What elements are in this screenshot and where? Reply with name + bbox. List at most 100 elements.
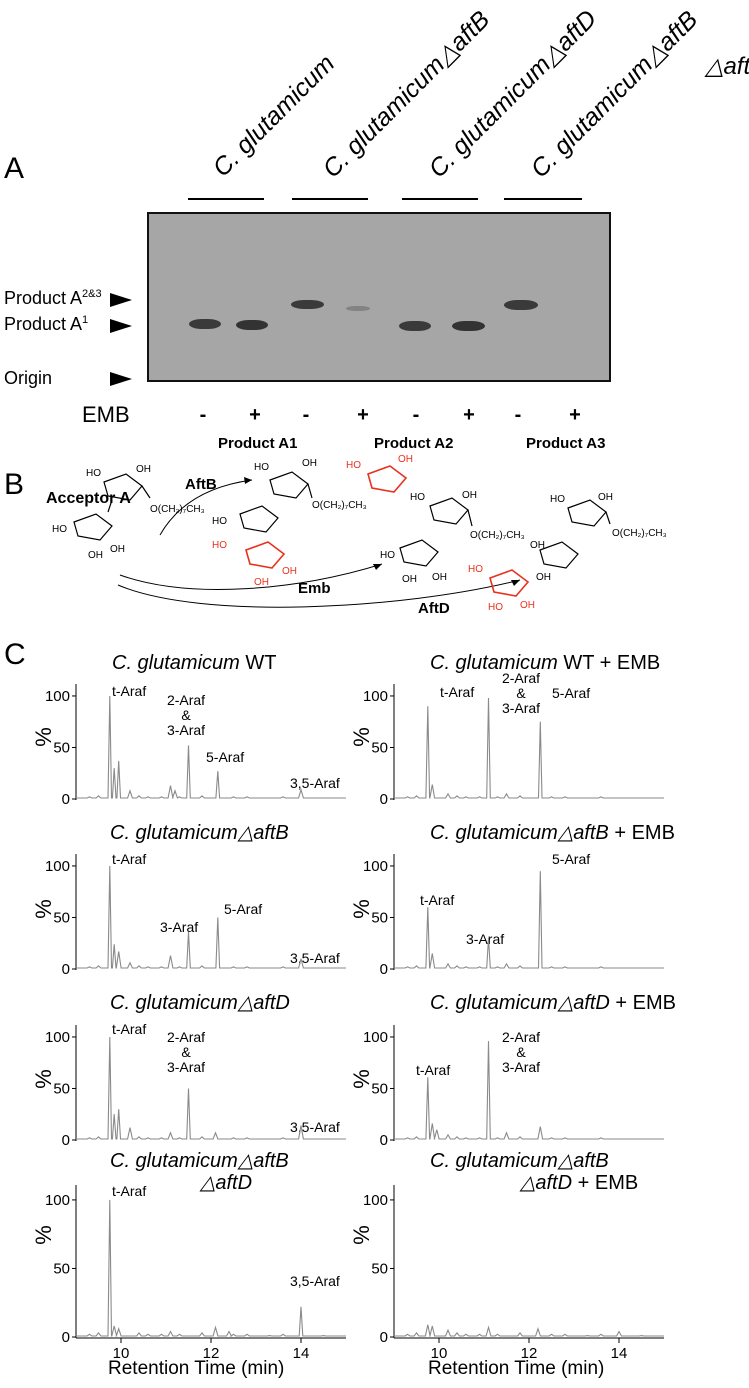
y-tick-label: 100 <box>363 1029 388 1046</box>
svg-text:OH: OH <box>520 600 535 611</box>
svg-text:OH: OH <box>88 550 103 561</box>
peak-label-2araf: 2-Araf <box>501 1029 541 1045</box>
chrom-title-7-line2: △aftD <box>200 1170 252 1195</box>
peak-label-35araf: 3,5-Araf <box>290 1273 340 1289</box>
chrom-title-4: C. glutamicum△aftB + EMB <box>430 820 675 845</box>
svg-text:HO: HO <box>86 468 101 479</box>
marker-product23-text: Product A <box>4 288 83 308</box>
y-tick-label: 50 <box>371 1260 388 1277</box>
panel-label-b: B <box>4 468 25 501</box>
enzyme-aftb: AftB <box>185 476 217 493</box>
product-title-a2: Product A2 <box>374 435 454 452</box>
peak-label-t: t-Araf <box>112 683 147 699</box>
y-tick-label: 0 <box>380 1329 388 1346</box>
y-tick-label: 100 <box>45 858 70 875</box>
enzyme-aftd: AftD <box>418 600 450 617</box>
svg-text:OH: OH <box>402 574 417 585</box>
product-a2-red <box>367 465 408 493</box>
lane-group-bar-3 <box>402 198 478 200</box>
y-tick-label: 0 <box>380 961 388 978</box>
chromatogram-trace <box>76 695 346 799</box>
chrom-title-7: C. glutamicum△aftB <box>110 1148 289 1173</box>
chromatogram-trace <box>76 1036 346 1140</box>
chrom-title-4-cond: + EMB <box>608 822 675 844</box>
chromatogram-trace <box>394 697 664 799</box>
emb-sign: - <box>412 404 420 426</box>
x-tick-label: 14 <box>293 1345 310 1362</box>
y-tick-label: 100 <box>45 688 70 705</box>
chrom-title-8-line2-text: △aftD <box>520 1172 573 1194</box>
chrom-title-2: C. glutamicum WT + EMB <box>430 652 660 675</box>
marker-arrow-origin <box>110 372 132 386</box>
svg-text:OH: OH <box>598 492 613 503</box>
strain-label-4-line2: △aftD <box>705 53 749 80</box>
x-tick-label: 10 <box>431 1345 448 1362</box>
product-a3-structure <box>539 499 611 569</box>
gel-band-lane1 <box>189 319 221 329</box>
marker-origin: Origin <box>4 368 53 388</box>
peak-label-5araf: 5-Araf <box>552 851 591 867</box>
chrom-title-1: C. glutamicum WT <box>112 652 276 675</box>
y-tick-label: 100 <box>45 1192 70 1209</box>
y-tick-label: 50 <box>53 1260 70 1277</box>
gel-band-lane2 <box>236 320 268 330</box>
marker-product23: Product A2&3 <box>4 288 102 309</box>
peak-label-3araf: 3-Araf <box>166 1059 206 1075</box>
chrom-title-3: C. glutamicum△aftB <box>110 820 289 845</box>
arrow-aftd <box>117 579 521 608</box>
gel-band-lane7 <box>504 300 538 310</box>
chromatogram-trace <box>76 1199 346 1337</box>
y-tick-label: 50 <box>371 909 388 926</box>
y-tick-label: 50 <box>371 1080 388 1097</box>
svg-text:O(CH₂)₇CH₃: O(CH₂)₇CH₃ <box>150 504 205 515</box>
marker-product1-sup: 1 <box>82 314 89 326</box>
peak-label-5araf: 5-Araf <box>224 901 263 917</box>
x-tick-label: 12 <box>521 1345 538 1362</box>
acceptor-structure <box>73 473 151 541</box>
gel-band-lane6 <box>452 321 485 331</box>
chrom-title-6-cond: + EMB <box>609 992 677 1014</box>
marker-product1-text: Product A <box>4 314 83 334</box>
emb-sign: + <box>249 404 261 426</box>
peak-label-2araf: 2-Araf <box>166 692 206 708</box>
peak-label-and: & <box>516 1044 526 1060</box>
chrom-title-7-line2-text: △aftD <box>200 1172 253 1194</box>
svg-text:HO: HO <box>52 524 67 535</box>
svg-text:HO: HO <box>410 492 425 503</box>
marker-product23-sup: 2&3 <box>82 288 102 300</box>
emb-sign: + <box>569 404 581 426</box>
marker-arrow-product1 <box>110 319 132 333</box>
product-a1-structure <box>239 471 313 533</box>
gel-band-lane5 <box>399 321 431 331</box>
chrom-title-6: C. glutamicum△aftD + EMB <box>430 990 676 1015</box>
gel-band-lane4 <box>346 306 370 311</box>
svg-text:HO: HO <box>488 602 503 613</box>
y-tick-label: 100 <box>363 858 388 875</box>
peak-label-and: & <box>181 707 191 723</box>
chrom-title-5-strain: C. glutamicum△aftD <box>110 992 290 1014</box>
peak-label-3araf: 3-Araf <box>160 919 199 935</box>
svg-text:HO: HO <box>254 462 269 473</box>
svg-text:HO: HO <box>212 540 227 551</box>
svg-text:OH: OH <box>536 572 551 583</box>
gel-band-lane3 <box>291 300 324 309</box>
x-tick-label: 12 <box>203 1345 220 1362</box>
y-tick-label: 0 <box>62 961 70 978</box>
chrom-title-6-strain: C. glutamicum△aftD <box>430 992 610 1014</box>
emb-sign: - <box>199 404 207 426</box>
svg-text:O(CH₂)₇CH₃: O(CH₂)₇CH₃ <box>612 528 667 539</box>
peak-label-5araf: 5-Araf <box>552 685 591 701</box>
marker-product1: Product A1 <box>4 314 88 335</box>
peak-label-t: t-Araf <box>112 1183 147 1199</box>
chrom-title-1-strain: C. glutamicum <box>112 652 240 674</box>
chrom-title-8-line2-cond: + EMB <box>572 1172 639 1194</box>
peak-label-t: t-Araf <box>112 851 147 867</box>
y-tick-label: 0 <box>380 791 388 808</box>
peak-label-t: t-Araf <box>112 1021 147 1037</box>
y-tick-label: 50 <box>53 909 70 926</box>
svg-text:O(CH₂)₇CH₃: O(CH₂)₇CH₃ <box>470 530 525 541</box>
x-axis-label-right: Retention Time (min) <box>428 1358 605 1379</box>
peak-label-35araf: 3,5-Araf <box>290 1119 340 1135</box>
chromatogram-trace <box>394 1041 664 1140</box>
svg-text:OH: OH <box>432 572 447 583</box>
